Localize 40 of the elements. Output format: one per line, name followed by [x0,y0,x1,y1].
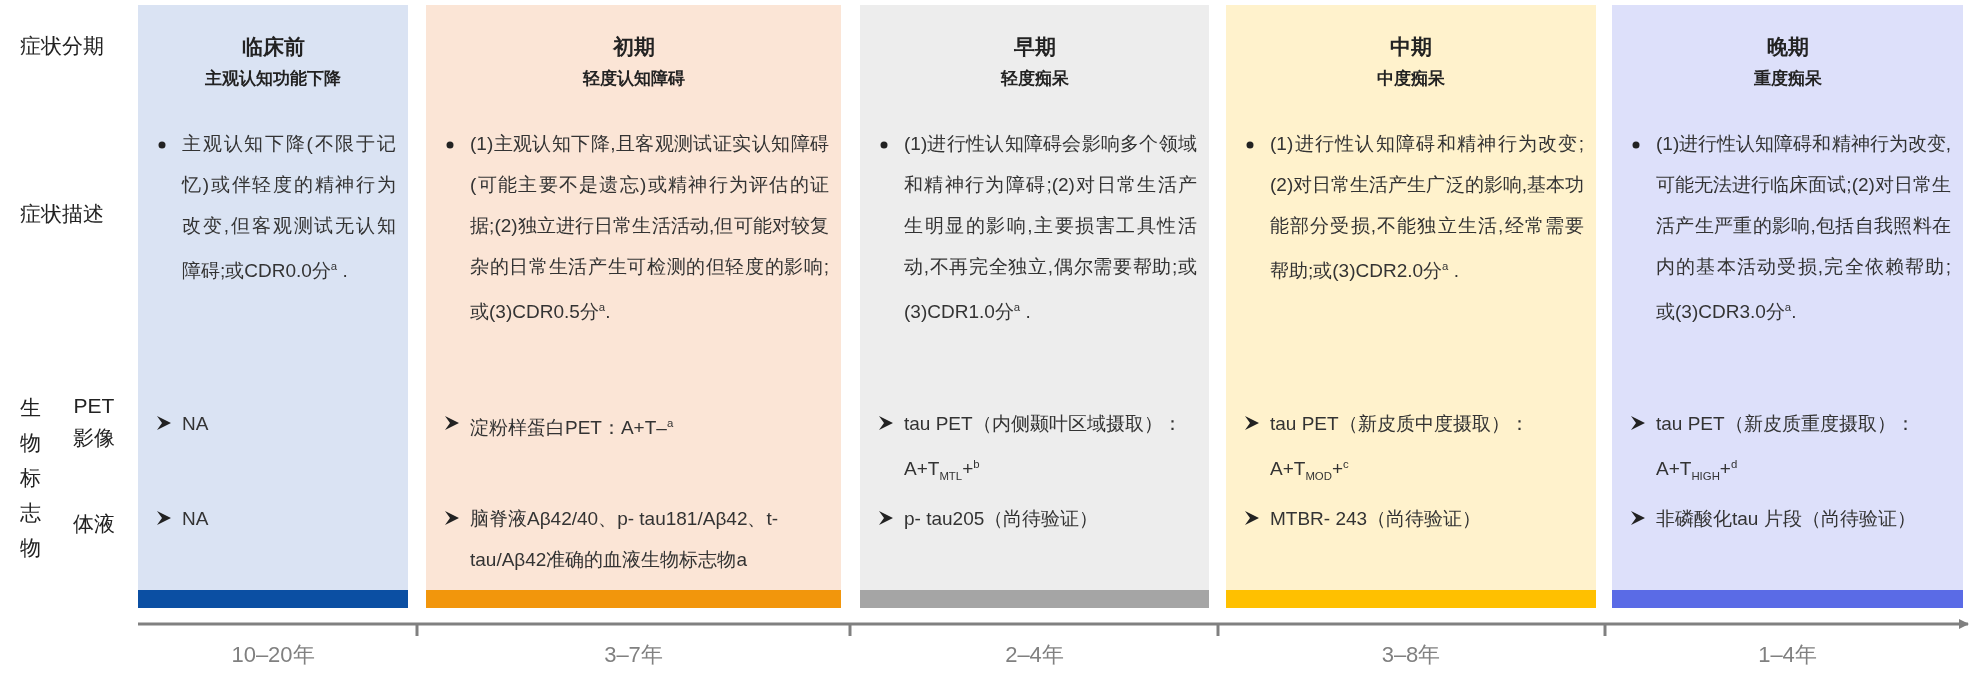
symptom-description: (1)主观认知下降,且客观测试证实认知障碍(可能主要不是遗忘)或精神行为评估的证据;(2)独立进行日常生活活动,但可能对较复杂的日常生活产生可检测的但轻度的影响;或(3)CDR0.5分$^{a}$. [470,132,829,325]
stage-panel [1612,5,1963,608]
symptom-description: (1)进行性认知障碍会影响多个领域和精神行为障碍;(2)对日常生活产生明显的影响,主要损害工具性活动,不再完全独立,偶尔需要帮助;或(3)CDR1.0分$^{a}$ . [904,132,1197,325]
stage-subheading: 主观认知功能下降 [204,68,342,90]
duration-label: 2–4年 [1004,641,1065,669]
pet-biomarker: tau PET（新皮质重度摄取）：A+T$_{HIGH}$+$^{d}$ [1656,412,1916,485]
stage-subheading: 中度痴呆 [1376,68,1446,90]
symptom-description: (1)进行性认知障碍和精神行为改变,可能无法进行临床面试;(2)对日常生活产生严重的影响,包括自我照料在内的基本活动受损,完全依赖帮助;或(3)CDR3.0分$^{a}$. [1656,132,1951,325]
stage-subheading: 重度痴呆 [1752,68,1823,90]
row-header: 体液 [72,511,116,537]
stage-panel [860,5,1209,608]
stage-panel [1226,5,1596,608]
stage-heading: 初期 [611,34,656,60]
row-header: 症状分期 [20,33,105,59]
pet-biomarker: tau PET（新皮质中度摄取）：A+T$_{MOD}$+$^{c}$ [1270,412,1530,485]
row-header: PET 影像 [72,393,116,451]
stage-subheading: 轻度认知障碍 [581,68,686,90]
fluid-biomarker: p- tau205（尚待验证） [904,507,1100,531]
pet-biomarker: 淀粉样蛋白PET：A+T–$^{a}$ [470,416,675,441]
stage-heading: 临床前 [240,34,306,60]
fluid-biomarker: 非磷酸化tau 片段（尚待验证） [1656,507,1917,531]
fluid-biomarker: MTBR- 243（尚待验证） [1270,507,1483,531]
row-header: 症状描述 [20,201,105,227]
stage-subheading: 轻度痴呆 [999,68,1070,90]
stage-panel [426,5,841,608]
pet-biomarker: NA [182,412,210,436]
duration-label: 3–8年 [1380,641,1442,669]
duration-label: 1–4年 [1757,641,1818,669]
pet-biomarker: tau PET（内侧颞叶区域摄取）：A+T$_{MTL}$+$^{b}$ [904,412,1183,485]
stage-heading: 早期 [1012,34,1057,60]
fluid-biomarker: NA [182,507,210,531]
stage-heading: 中期 [1389,34,1433,60]
symptom-description: (1)进行性认知障碍和精神行为改变;(2)对日常生活产生广泛的影响,基本功能部分受损,不能独立生活,经常需要帮助;或(3)CDR2.0分$^{a}$ . [1270,132,1584,284]
duration-label: 10–20年 [230,641,316,669]
symptom-description: 主观认知下降(不限于记忆)或伴轻度的精神行为改变,但客观测试无认知障碍;或CDR0.0分$^{a}$ . [182,132,396,284]
fluid-biomarker: 脑脊液Aβ42/40、p- tau181/Aβ42、t- tau/Aβ42准确的血液生物标志物a [470,507,780,572]
stage-panel [138,5,408,608]
duration-label: 3–7年 [603,641,664,669]
stage-heading: 晚期 [1765,34,1810,60]
row-header: 生物标志物 [20,395,42,561]
